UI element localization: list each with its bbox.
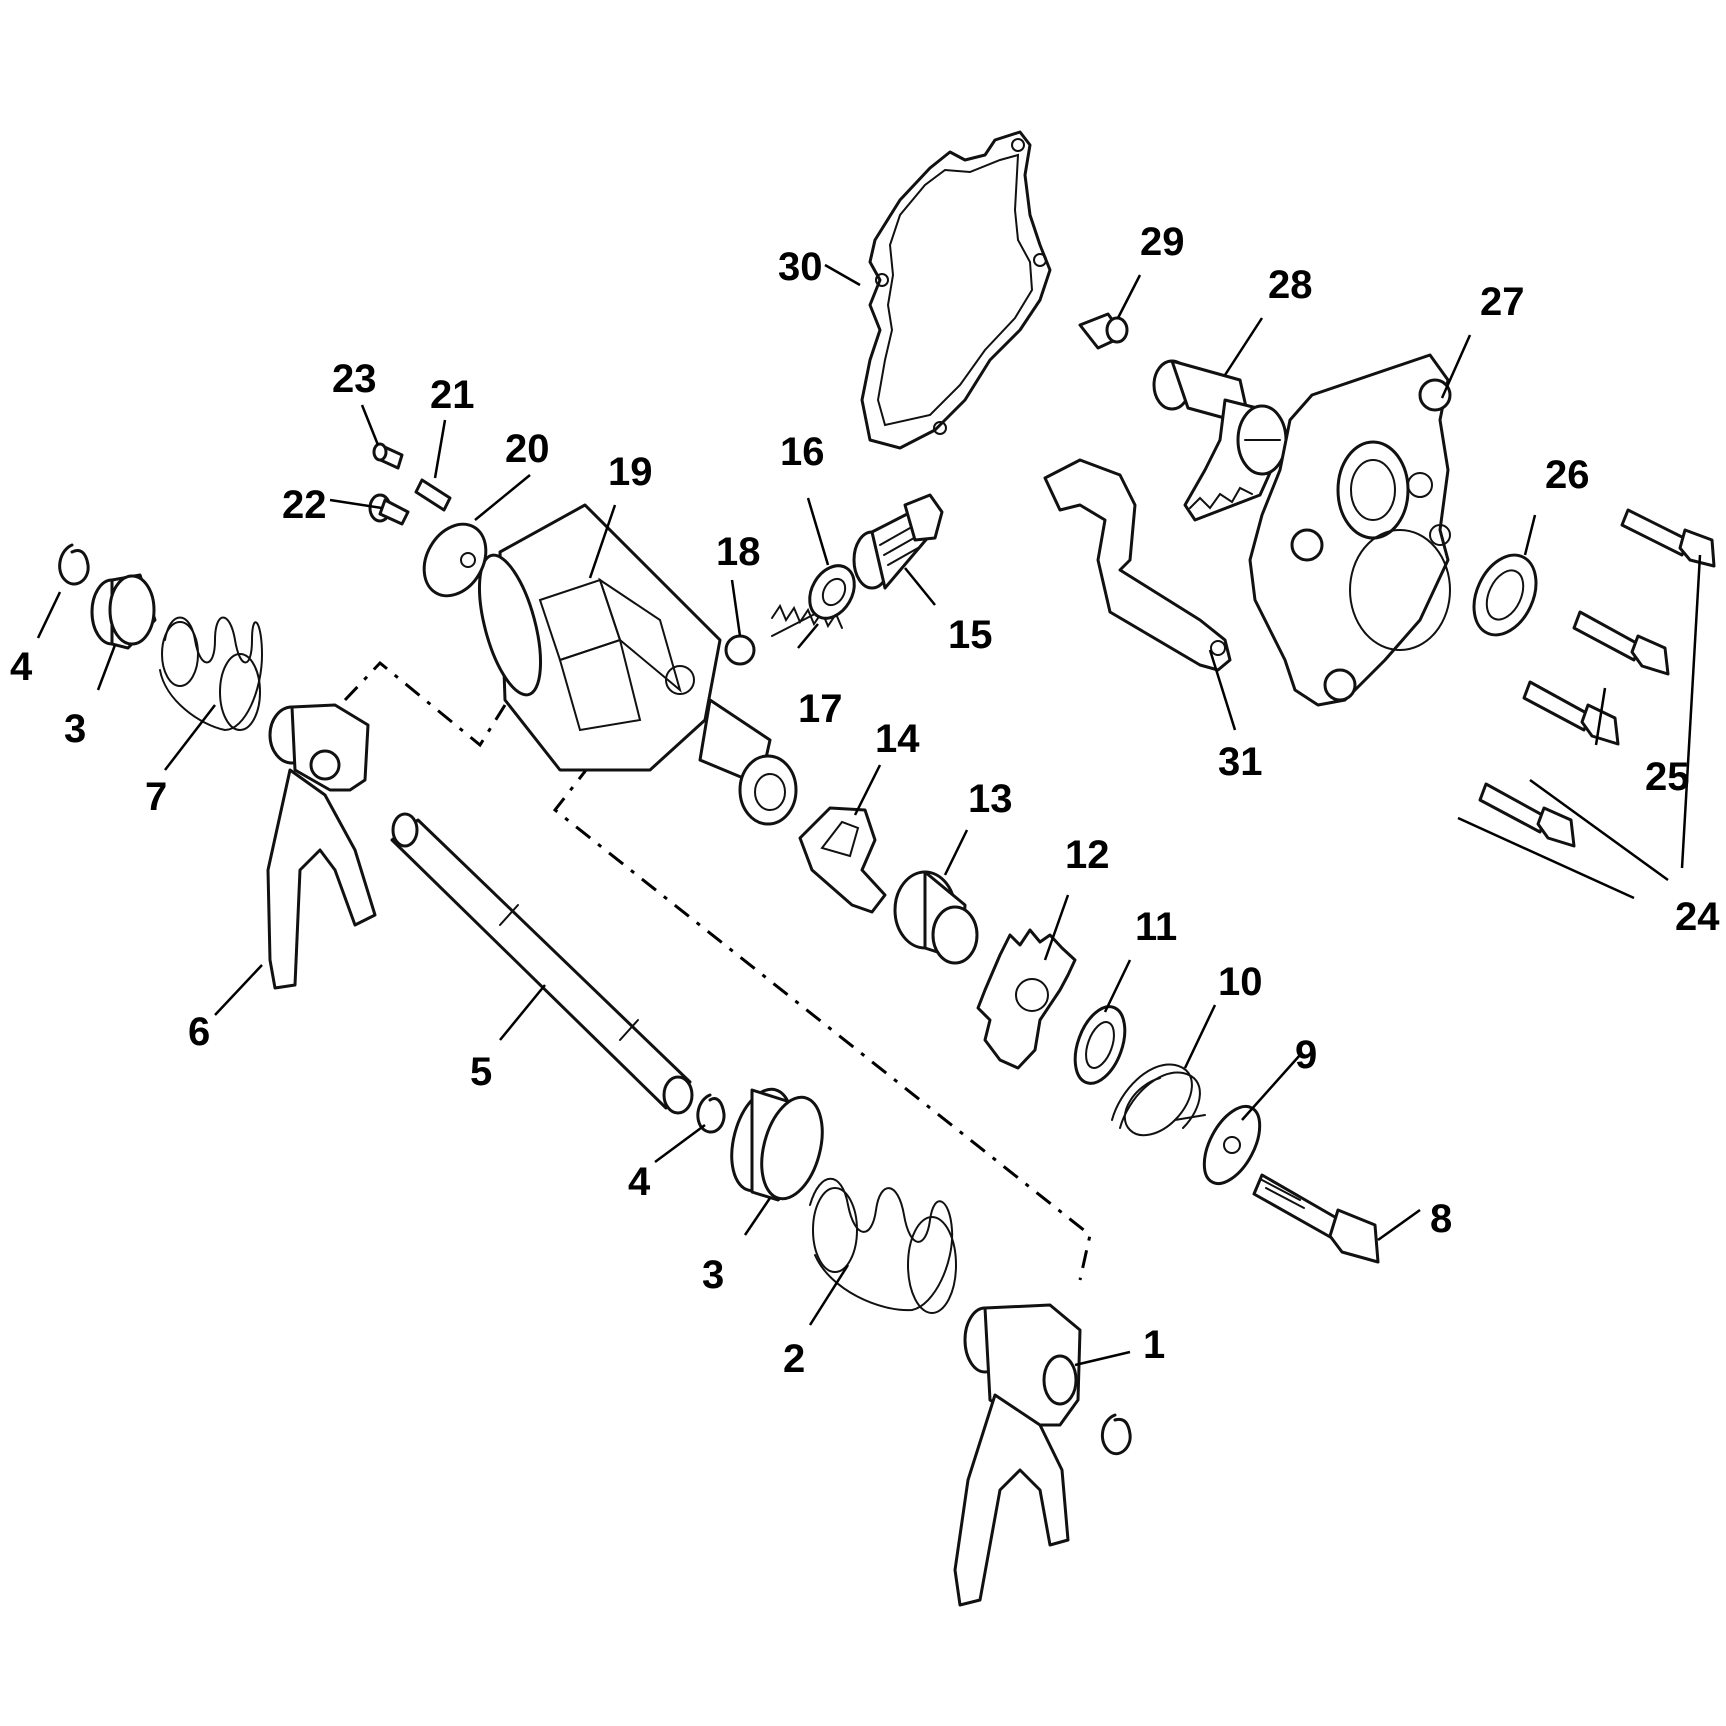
callout-30: 30 <box>778 245 823 289</box>
part-3-collar-right <box>730 1087 824 1202</box>
part-31-bracket <box>1043 458 1232 672</box>
part-2-spring-right <box>809 1177 957 1314</box>
callout-2: 2 <box>783 1337 805 1381</box>
part-24-bolt-lower <box>1478 782 1576 848</box>
part-15-detent-bolt <box>852 493 944 590</box>
part-8-bolt <box>1252 1173 1380 1264</box>
part-4-circlip-right <box>696 1093 726 1134</box>
callout-8: 8 <box>1430 1197 1452 1241</box>
callout-29: 29 <box>1140 220 1185 264</box>
part-30-gasket <box>860 130 1052 450</box>
part-18-ball <box>724 634 756 666</box>
part-16-washer <box>808 564 856 620</box>
callout-1: 1 <box>1143 1323 1165 1367</box>
part-19-shift-drum <box>477 503 798 826</box>
callout-11: 11 <box>1135 905 1177 949</box>
part-29-dowel <box>1078 312 1129 350</box>
part-3-collar-left <box>90 573 157 650</box>
callout-6: 6 <box>188 1010 210 1054</box>
callout-15: 15 <box>948 613 993 657</box>
leader-lines <box>36 263 1702 1367</box>
part-10-torsion-spring <box>1111 1063 1206 1137</box>
part-1-shift-fork-right <box>953 1303 1082 1607</box>
callout-23: 23 <box>332 357 377 401</box>
part-24-bolt-upper <box>1620 508 1716 568</box>
callout-5: 5 <box>470 1050 492 1094</box>
part-20-washer <box>422 522 488 598</box>
part-28-shift-shaft <box>1152 359 1288 522</box>
callout-labels: 1 2 3 3 4 4 5 6 7 8 9 10 11 12 13 14 15 … <box>10 220 1720 1381</box>
callout-10: 10 <box>1218 960 1263 1004</box>
callout-22: 22 <box>282 483 327 527</box>
part-25-bolt <box>1572 610 1670 676</box>
part-4-circlip-fork <box>1100 1413 1132 1456</box>
part-21-pin <box>414 478 452 512</box>
callout-24: 24 <box>1675 895 1720 939</box>
callout-4-right: 4 <box>628 1160 651 1204</box>
callout-13: 13 <box>968 777 1013 821</box>
callout-4-left: 4 <box>10 645 33 689</box>
callout-9: 9 <box>1295 1033 1317 1077</box>
part-6-shift-fork-left <box>266 703 377 990</box>
callout-3-right: 3 <box>702 1253 724 1297</box>
callout-31: 31 <box>1218 740 1263 784</box>
callout-26: 26 <box>1545 453 1590 497</box>
part-26-oil-seal <box>1472 553 1538 637</box>
callout-7: 7 <box>145 775 167 819</box>
part-12-sector-gear <box>976 928 1077 1070</box>
part-22-screw <box>368 493 410 526</box>
callout-19: 19 <box>608 450 653 494</box>
part-4-circlip-left <box>58 543 90 586</box>
part-13-collar <box>893 870 979 965</box>
callout-12: 12 <box>1065 833 1110 877</box>
callout-27: 27 <box>1480 280 1525 324</box>
callout-3-left: 3 <box>64 707 86 751</box>
callout-14: 14 <box>875 717 920 761</box>
callout-21: 21 <box>430 373 475 417</box>
callout-28: 28 <box>1268 263 1313 307</box>
callout-17: 17 <box>798 687 843 731</box>
part-11-washer <box>1073 1005 1127 1085</box>
callout-18: 18 <box>716 530 761 574</box>
part-23-pin <box>372 442 404 470</box>
part-7-spring-left <box>159 616 264 732</box>
callout-16: 16 <box>780 430 825 474</box>
part-14-stopper-plate <box>798 806 887 914</box>
callout-20: 20 <box>505 427 550 471</box>
part-5-fork-shaft <box>390 812 694 1115</box>
part-27-cover <box>1248 353 1452 707</box>
assembly-guide-lines <box>343 660 1092 1281</box>
callout-25: 25 <box>1645 755 1690 799</box>
